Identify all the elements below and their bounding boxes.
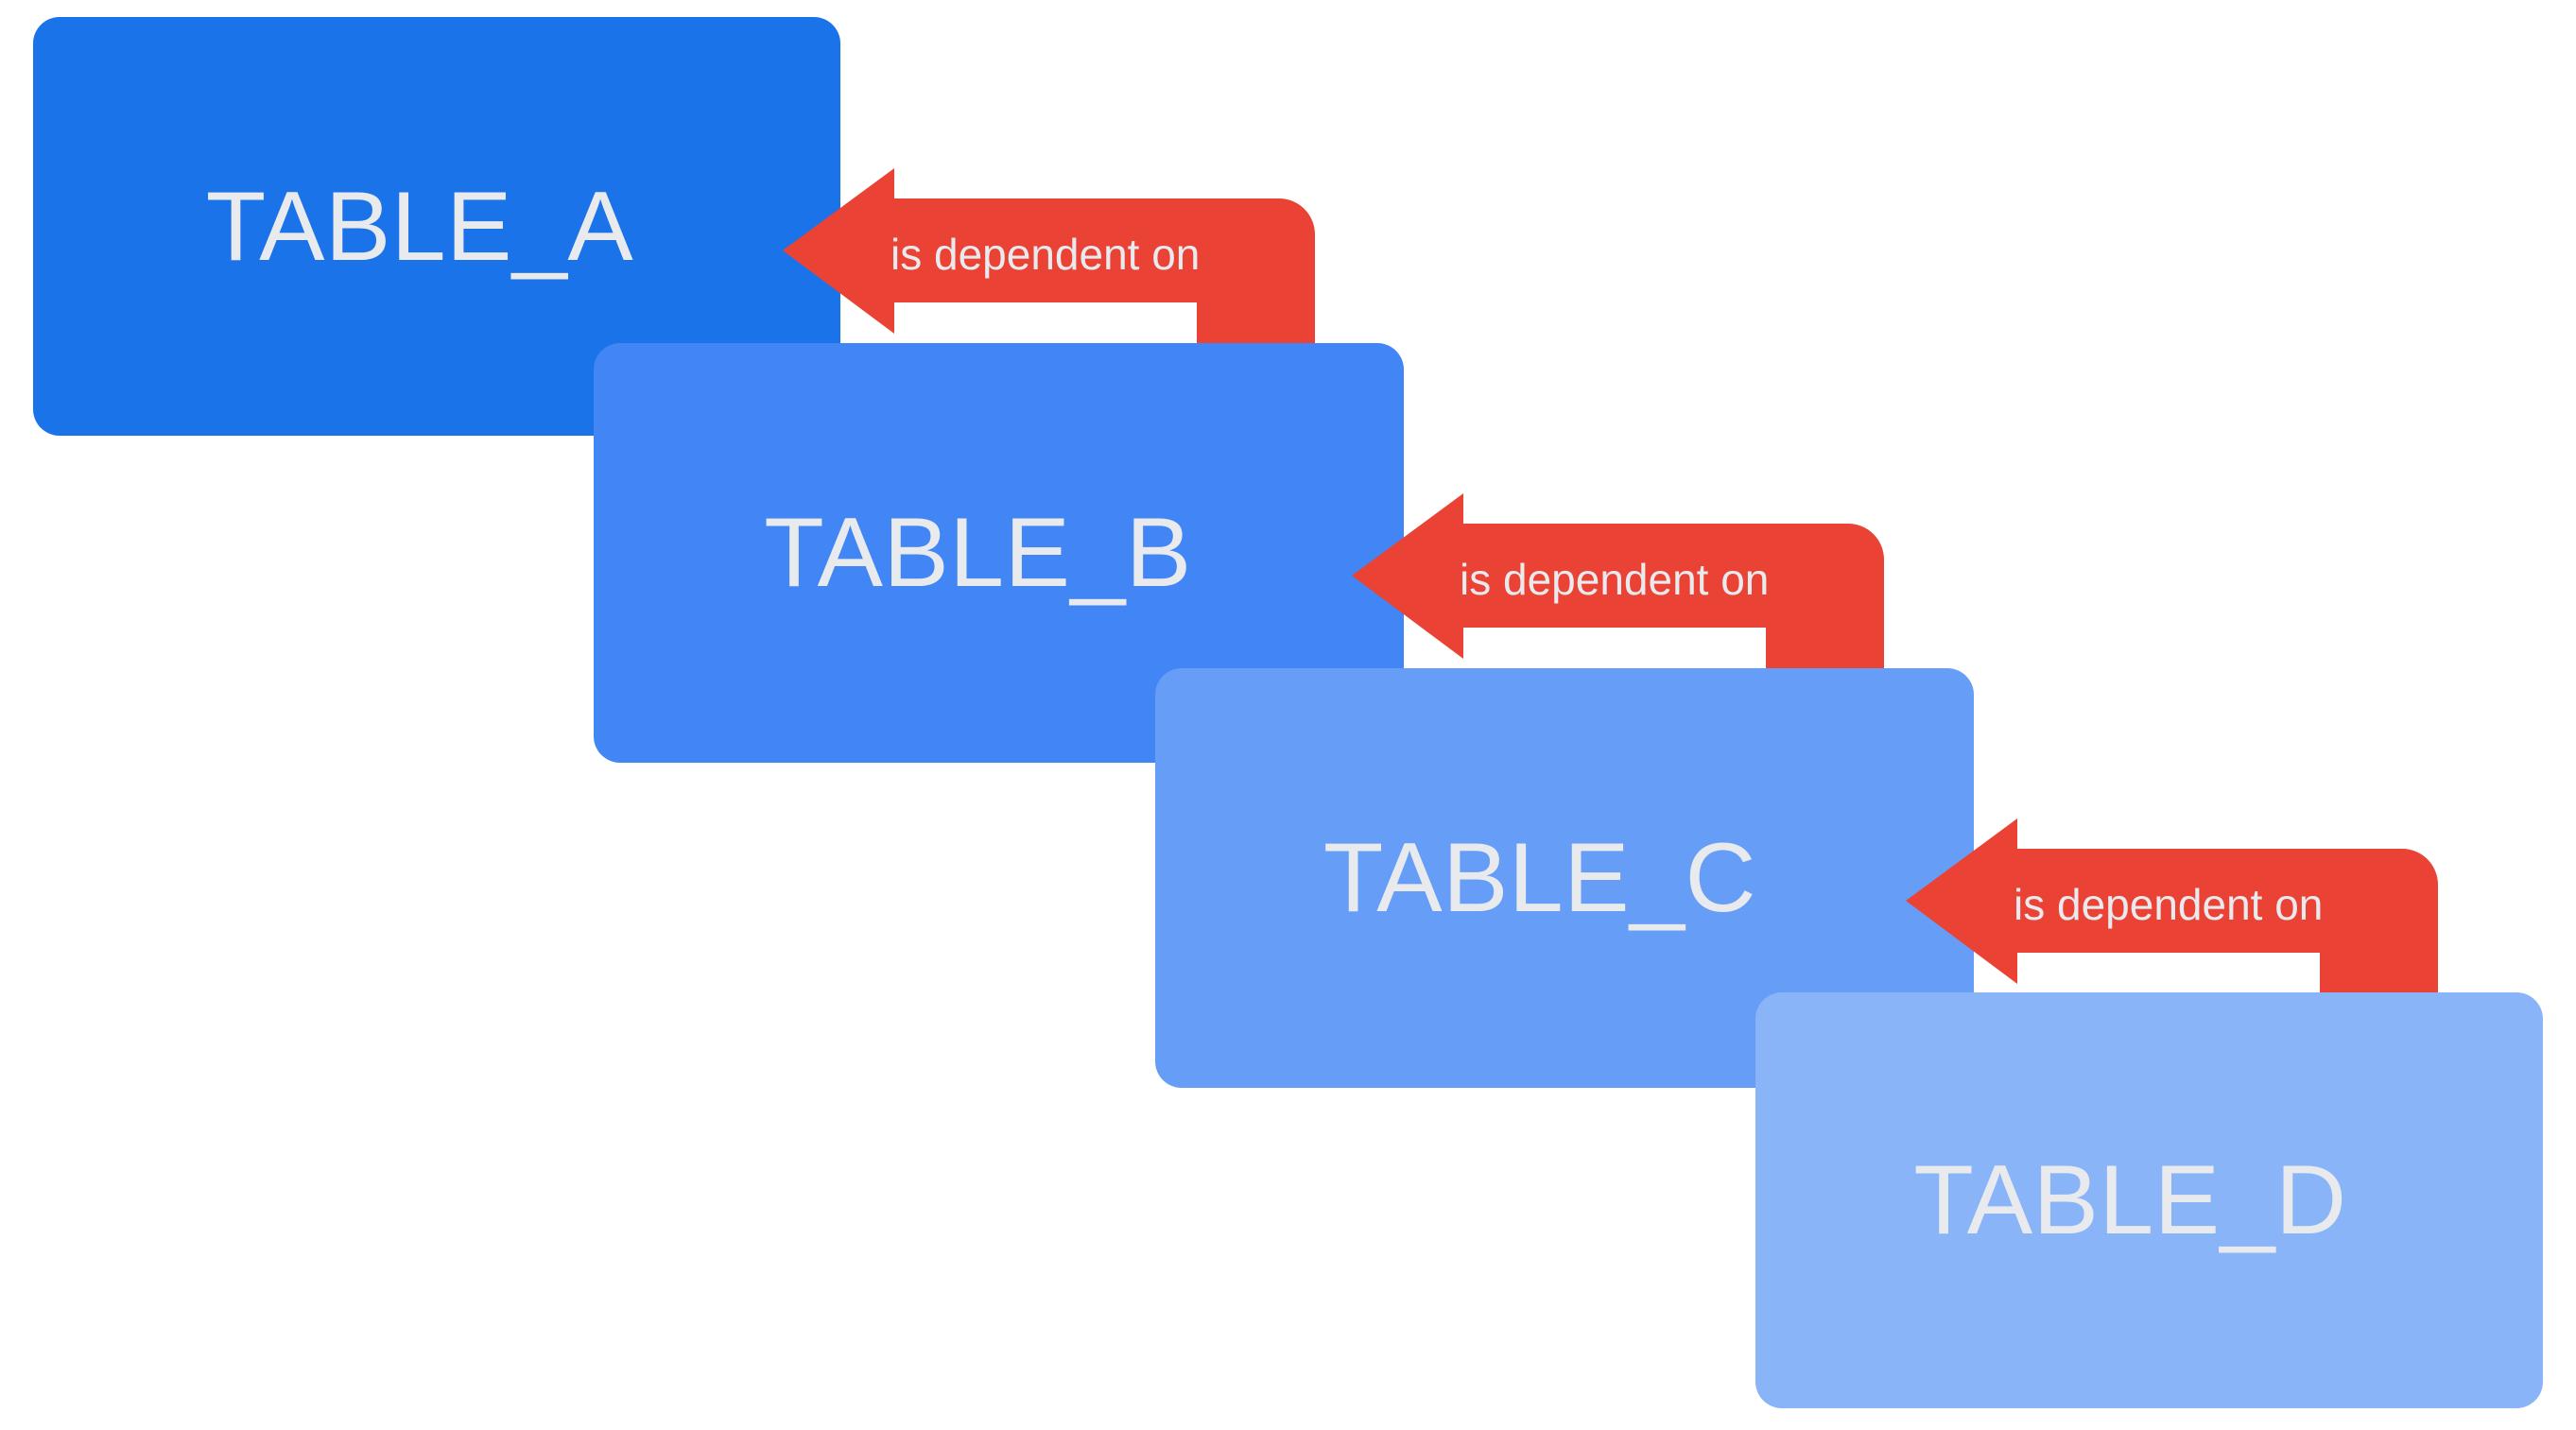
node-label-table-c: TABLE_C <box>1323 823 1757 933</box>
edge-table-a-to-table-b[interactable]: is dependent on <box>783 168 1331 584</box>
elbow-arrow-icon <box>783 168 1315 452</box>
node-label-table-a: TABLE_A <box>205 171 634 282</box>
elbow-arrow-icon <box>1352 493 1884 777</box>
node-table-d[interactable]: TABLE_D <box>1755 992 2543 1408</box>
edge-label-table-b-to-table-c: is dependent on <box>1460 555 1770 604</box>
elbow-arrow-icon <box>1906 818 2438 1102</box>
node-label-table-b: TABLE_B <box>764 498 1192 608</box>
edge-table-c-to-table-d[interactable]: is dependent on <box>1906 818 2454 1234</box>
node-label-table-d: TABLE_D <box>1913 1146 2347 1255</box>
edge-label-table-c-to-table-d: is dependent on <box>2014 880 2324 929</box>
node-table-a[interactable]: TABLE_A <box>33 17 840 436</box>
edge-table-b-to-table-c[interactable]: is dependent on <box>1352 493 1900 909</box>
edge-label-table-a-to-table-b: is dependent on <box>890 230 1201 279</box>
